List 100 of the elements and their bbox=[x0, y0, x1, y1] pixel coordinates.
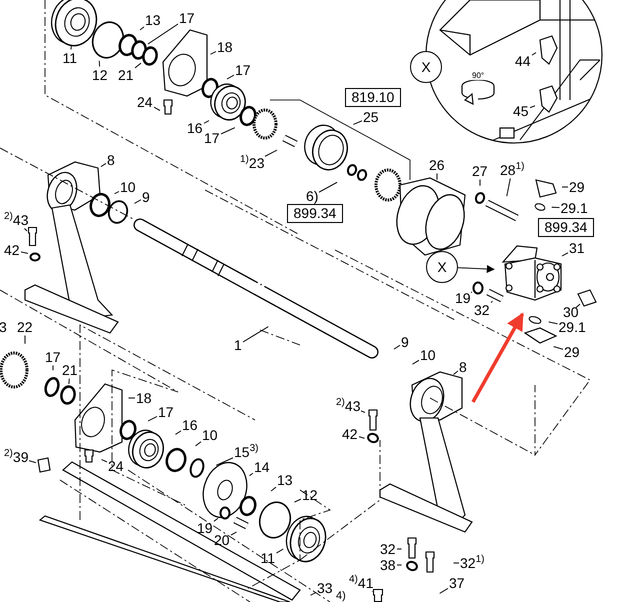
callout-number: $^{4)}$41 bbox=[349, 576, 374, 590]
leader-line bbox=[148, 24, 178, 44]
leader-line bbox=[68, 378, 70, 384]
callout-number: 24 bbox=[108, 458, 124, 474]
callout-number: 16 bbox=[187, 120, 203, 136]
leader-line bbox=[28, 460, 36, 464]
callout-number: 21 bbox=[62, 362, 78, 378]
callout-number: 28$^{1)}$ bbox=[500, 162, 524, 178]
callout-number: 32 bbox=[380, 542, 396, 556]
callout-number: 9 bbox=[401, 334, 409, 350]
fitting bbox=[577, 289, 597, 307]
callout-number: 26 bbox=[429, 158, 445, 172]
leader-line bbox=[352, 120, 362, 125]
callout-number: 20 bbox=[214, 532, 230, 548]
part-number-box: 899.34 bbox=[286, 204, 344, 222]
leader-line bbox=[470, 292, 472, 294]
arrow bbox=[471, 312, 524, 403]
callout-number: 17 bbox=[204, 130, 220, 146]
leader-line bbox=[530, 105, 536, 108]
callout-number: 29.1 bbox=[560, 200, 588, 216]
leader-line bbox=[276, 548, 284, 554]
callout-number: 17 bbox=[45, 350, 61, 364]
callout-number: $^{2)}$43 bbox=[4, 212, 28, 228]
leader-line bbox=[490, 300, 493, 303]
leader-line bbox=[242, 326, 269, 342]
leader-line bbox=[230, 532, 237, 536]
callout-number: 18 bbox=[217, 40, 233, 54]
callout-number: 16 bbox=[182, 418, 198, 432]
leader-line bbox=[294, 498, 302, 502]
plug bbox=[37, 457, 51, 473]
part-number-box: 899.34 bbox=[538, 218, 594, 236]
nut bbox=[29, 250, 41, 260]
callout-number: 18 bbox=[136, 390, 152, 406]
leader-line bbox=[210, 51, 216, 55]
leader-line bbox=[175, 430, 182, 435]
callout-number: 32 bbox=[474, 302, 490, 318]
retaining-ring bbox=[142, 46, 158, 66]
leader-line bbox=[220, 127, 236, 134]
callout-number: 37 bbox=[449, 576, 465, 590]
leader-line bbox=[98, 60, 100, 67]
retaining-ring bbox=[60, 385, 76, 405]
leader-line bbox=[551, 206, 560, 208]
leader-line bbox=[140, 26, 144, 30]
leader-line bbox=[453, 370, 458, 375]
leader-line bbox=[114, 191, 120, 194]
callout-number: 13 bbox=[277, 472, 293, 488]
arrow bbox=[458, 264, 495, 273]
leader-line bbox=[154, 106, 160, 112]
callout-number: 1 bbox=[234, 338, 242, 352]
leader-line bbox=[195, 441, 202, 446]
part-number-box: 819.10 bbox=[344, 88, 402, 106]
leader-line bbox=[70, 44, 72, 50]
callout-number: 29 bbox=[564, 344, 580, 360]
leader-line bbox=[310, 592, 316, 596]
callout-number: 38 bbox=[380, 558, 396, 572]
leader-line bbox=[562, 186, 568, 188]
leader-line bbox=[318, 182, 338, 193]
callout-number: 12 bbox=[302, 488, 318, 502]
callout-number: 9 bbox=[142, 190, 150, 204]
leader-line bbox=[134, 199, 142, 204]
callout-number: 25 bbox=[363, 110, 379, 124]
callout-number: 6) bbox=[306, 188, 318, 204]
leader-line bbox=[396, 564, 402, 566]
leader-line bbox=[532, 52, 536, 56]
leader-line bbox=[270, 486, 276, 492]
leader-line bbox=[396, 548, 402, 550]
leader-line bbox=[216, 457, 234, 466]
leader-line bbox=[439, 588, 448, 594]
leader-line bbox=[204, 120, 210, 124]
callout-number: 32$^{1)}$ bbox=[460, 556, 484, 570]
callout-number: 19 bbox=[455, 290, 471, 306]
callout-number: $^{2)}$39 bbox=[4, 450, 28, 464]
leader-line bbox=[264, 150, 278, 157]
leader-line bbox=[358, 436, 365, 439]
retaining-ring bbox=[131, 40, 147, 60]
view-marker-circle: X bbox=[410, 51, 442, 83]
washer bbox=[219, 506, 231, 520]
leader-line bbox=[134, 62, 142, 68]
callout-number: 17 bbox=[179, 10, 195, 26]
bolt bbox=[28, 227, 37, 246]
leader-line bbox=[214, 518, 218, 522]
footnote-mark: 4) bbox=[335, 590, 347, 602]
leader-line bbox=[24, 228, 28, 232]
leader-line bbox=[506, 178, 511, 197]
callout-number: 14 bbox=[254, 460, 270, 474]
callout-number: 10 bbox=[202, 428, 218, 442]
angle-label: 90° bbox=[471, 72, 486, 80]
view-marker-circle: X bbox=[426, 251, 458, 283]
callout-number: 29 bbox=[569, 180, 585, 194]
callout-number: 15$^{3)}$ bbox=[234, 444, 258, 460]
callout-number: 10 bbox=[120, 180, 136, 194]
leader-line bbox=[453, 562, 460, 564]
callout-number: 44 bbox=[515, 54, 531, 68]
callout-number: 17 bbox=[158, 404, 174, 420]
leader-line bbox=[101, 459, 108, 462]
leader-line bbox=[576, 304, 580, 308]
callout-number: 29.1 bbox=[558, 320, 586, 334]
callout-number: 45 bbox=[513, 104, 529, 118]
leader-line bbox=[52, 365, 54, 371]
leader-line bbox=[148, 416, 158, 422]
